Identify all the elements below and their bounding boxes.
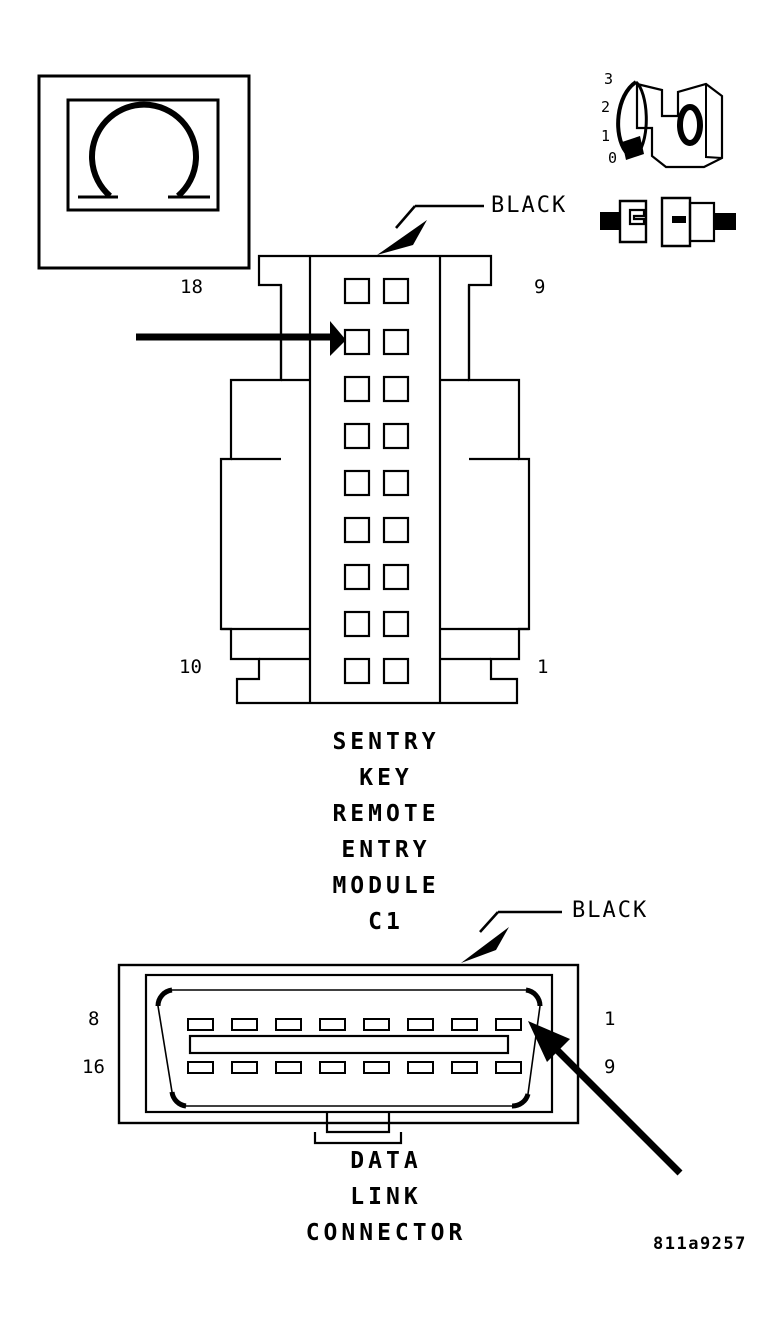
skrem-pin-1-label: 1 [537, 656, 549, 678]
skrem-name-line-1: SENTRY [332, 729, 440, 755]
key-position-2: 2 [601, 98, 611, 116]
dlc-pin-16-label: 16 [82, 1056, 105, 1078]
dlc-pin-1-label: 1 [604, 1008, 616, 1030]
wire-color-label-skrem: BLACK [491, 193, 568, 218]
skrem-name-line-6: C1 [368, 909, 404, 935]
dlc-name-line-1: DATA [350, 1148, 422, 1174]
dlc-pin-row-bottom [187, 1061, 522, 1074]
skrem-name-line-3: REMOTE [332, 801, 440, 827]
pointer-arrow-pin-cavity [136, 321, 346, 356]
skrem-pin-18-label: 18 [180, 276, 203, 298]
key-position-0: 0 [608, 149, 618, 167]
skrem-name-line-4: ENTRY [341, 837, 431, 863]
skrem-name-line-5: MODULE [332, 873, 440, 899]
dlc-name-line-3: CONNECTOR [305, 1220, 467, 1246]
wire-color-label-dlc: BLACK [572, 898, 649, 923]
skrem-pin-9-label: 9 [534, 276, 546, 298]
dlc-pin-9-label: 9 [604, 1056, 616, 1078]
omega-loop-symbol [37, 74, 251, 270]
skrem-name-line-2: KEY [359, 765, 413, 791]
connector-dlc-body [117, 963, 580, 1145]
dlc-name-line-2: LINK [350, 1184, 422, 1210]
leader-black-skrem [377, 204, 484, 255]
ignition-key-and-transponder [600, 80, 736, 248]
connector-skrem-c1-body [219, 254, 531, 705]
pointer-arrow-dlc-pin1 [528, 1021, 683, 1176]
key-position-1: 1 [601, 127, 611, 145]
skrem-pin-10-label: 10 [179, 656, 202, 678]
key-position-3: 3 [604, 70, 614, 88]
leader-black-dlc [461, 910, 562, 963]
dlc-pin-row-top [187, 1018, 522, 1031]
dlc-pin-8-label: 8 [88, 1008, 100, 1030]
pin-cavity-grid [343, 277, 410, 685]
figure-id-label: 811a9257 [653, 1234, 747, 1254]
